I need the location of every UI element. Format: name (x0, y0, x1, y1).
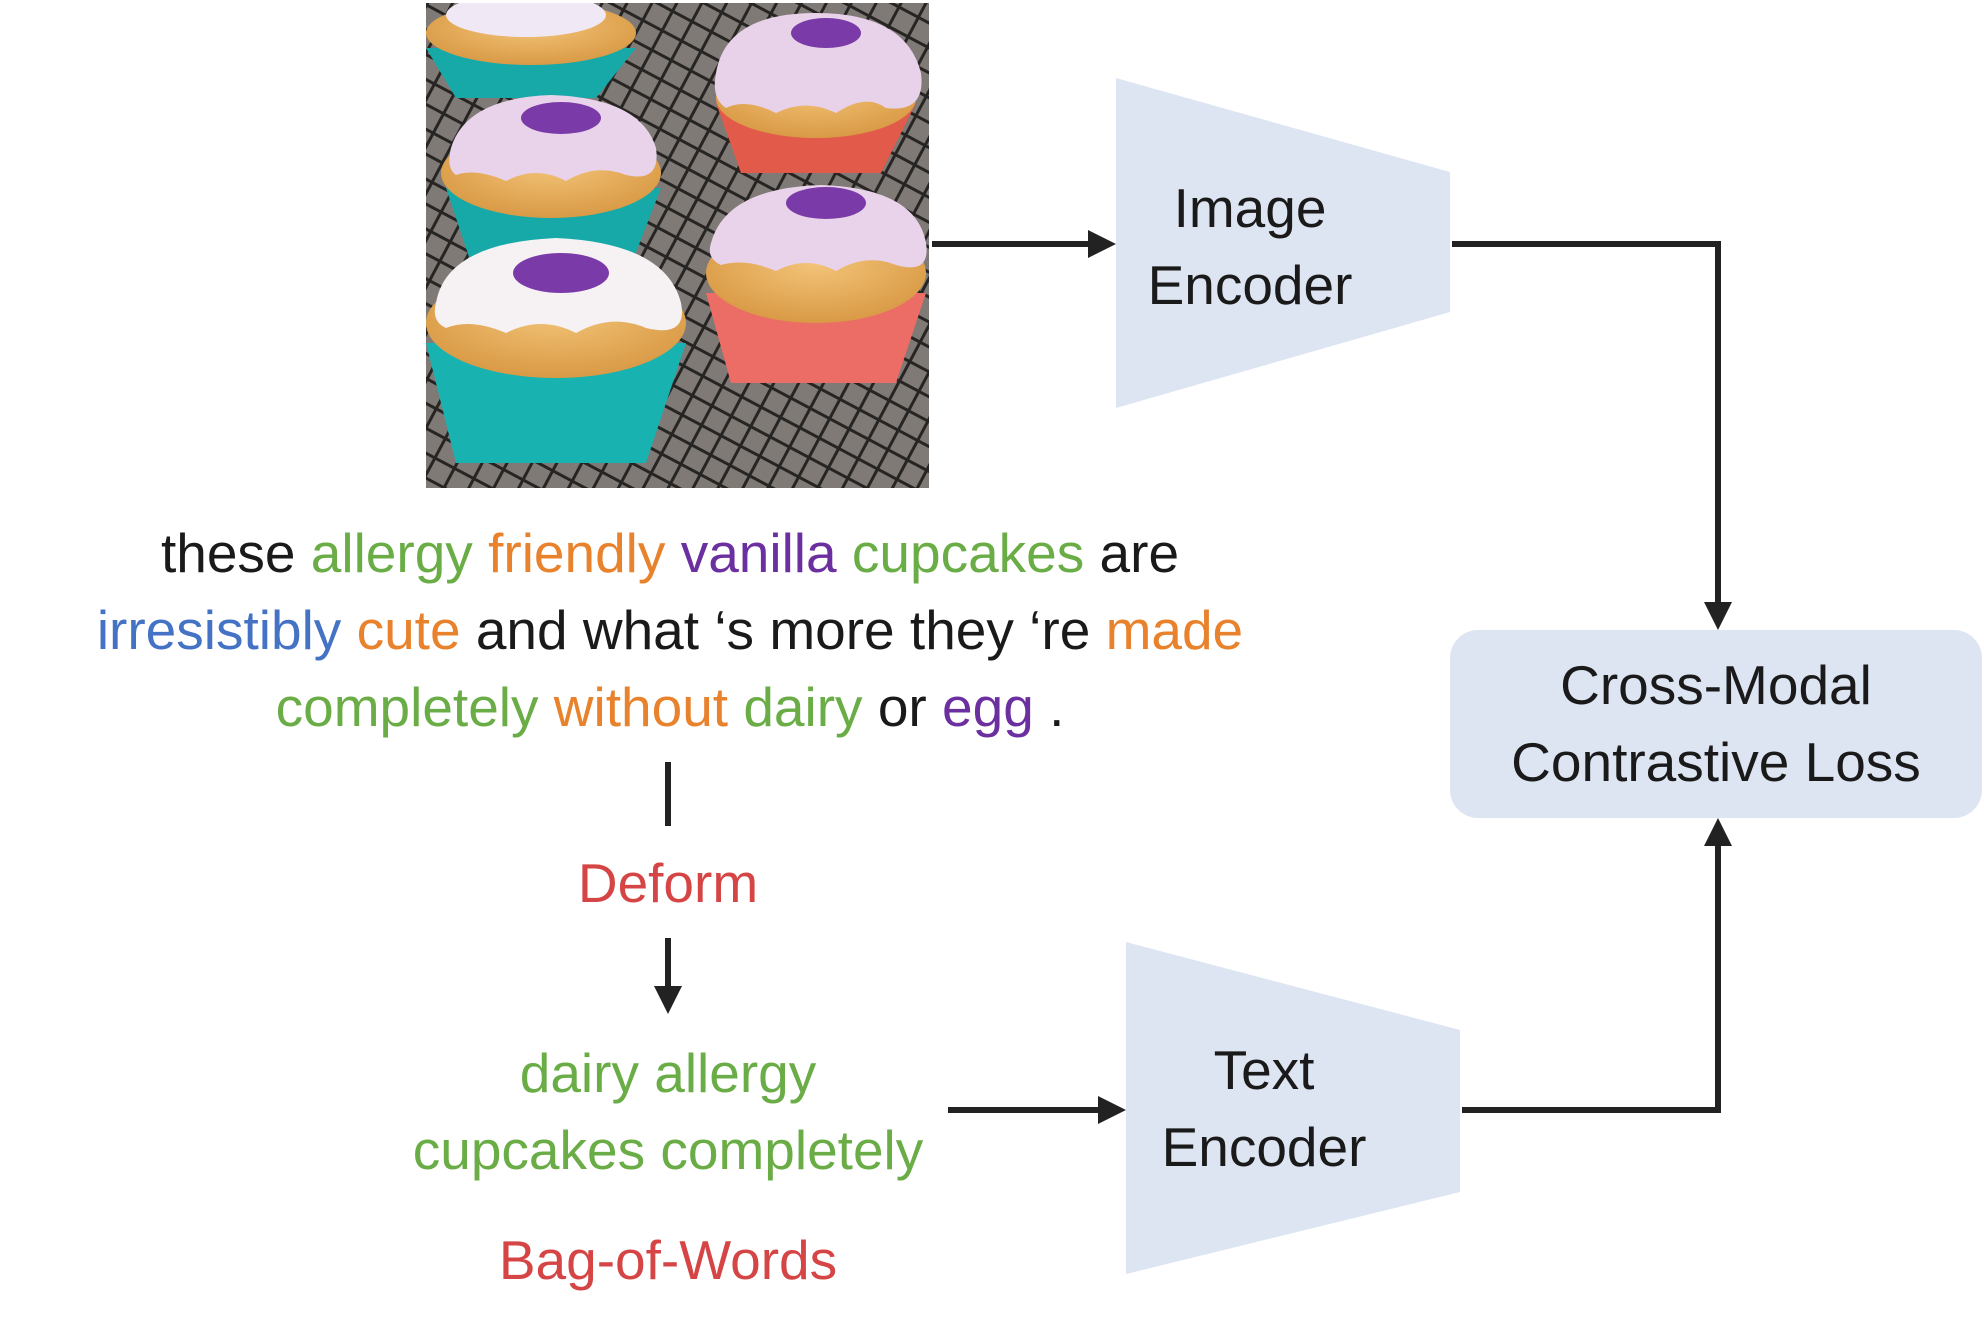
image-encoder-line-1: Image (1173, 177, 1327, 239)
caption-word: friendly (488, 522, 666, 584)
caption-word (837, 522, 852, 584)
image-encoder-label: Image Encoder (1110, 170, 1390, 324)
caption-word: cute (356, 599, 461, 661)
caption-word (473, 522, 488, 584)
bow-line-2: cupcakes completely (412, 1119, 924, 1181)
caption-word: dairy (743, 676, 863, 738)
caption-word: these (160, 522, 311, 584)
text-encoder-line-2: Encoder (1161, 1116, 1367, 1178)
caption-word (539, 676, 554, 738)
caption-text: these allergy friendly vanilla cupcakes … (20, 515, 1320, 746)
arrowhead-image-encoder (1088, 230, 1116, 258)
cupcake-image (426, 3, 929, 488)
caption-word: made (1105, 599, 1244, 661)
text-encoder-line-1: Text (1213, 1039, 1315, 1101)
bow-line-1: dairy allergy (519, 1042, 817, 1104)
caption-word (728, 676, 743, 738)
caption-word: . (1033, 676, 1065, 738)
image-encoder-shape (1116, 78, 1450, 408)
loss-line-1: Cross-Modal (1560, 654, 1872, 716)
caption-word: irresistibly (96, 599, 342, 661)
arrowhead-loss-top (1704, 602, 1732, 630)
caption-word: and what ‘s more they ‘re (460, 599, 1106, 661)
caption-word: allergy (310, 522, 473, 584)
deform-label: Deform (577, 852, 759, 914)
arrow-image-encoder-to-loss (1452, 241, 1721, 605)
text-encoder-shape (1126, 942, 1460, 1274)
caption-word: egg (942, 676, 1034, 738)
caption-word: or (862, 676, 943, 738)
arrowhead-deform (654, 986, 682, 1014)
contrastive-loss-box: Cross-Modal Contrastive Loss (1450, 630, 1982, 818)
caption-word (665, 522, 680, 584)
caption-word: without (553, 676, 729, 738)
cupcake-photo (426, 3, 929, 488)
arrow-text-encoder-to-loss (1462, 842, 1721, 1113)
caption-word: are (1084, 522, 1180, 584)
image-encoder-line-2: Encoder (1147, 254, 1353, 316)
caption-word: vanilla (680, 522, 837, 584)
caption-word (341, 599, 356, 661)
caption-word: completely (275, 676, 539, 738)
arrowhead-loss-bottom (1704, 818, 1732, 846)
arrowhead-text-encoder (1098, 1096, 1126, 1124)
loss-line-2: Contrastive Loss (1511, 731, 1921, 793)
caption-word: cupcakes (851, 522, 1085, 584)
text-encoder-label: Text Encoder (1124, 1032, 1404, 1186)
bow-label: Bag-of-Words (498, 1229, 838, 1291)
